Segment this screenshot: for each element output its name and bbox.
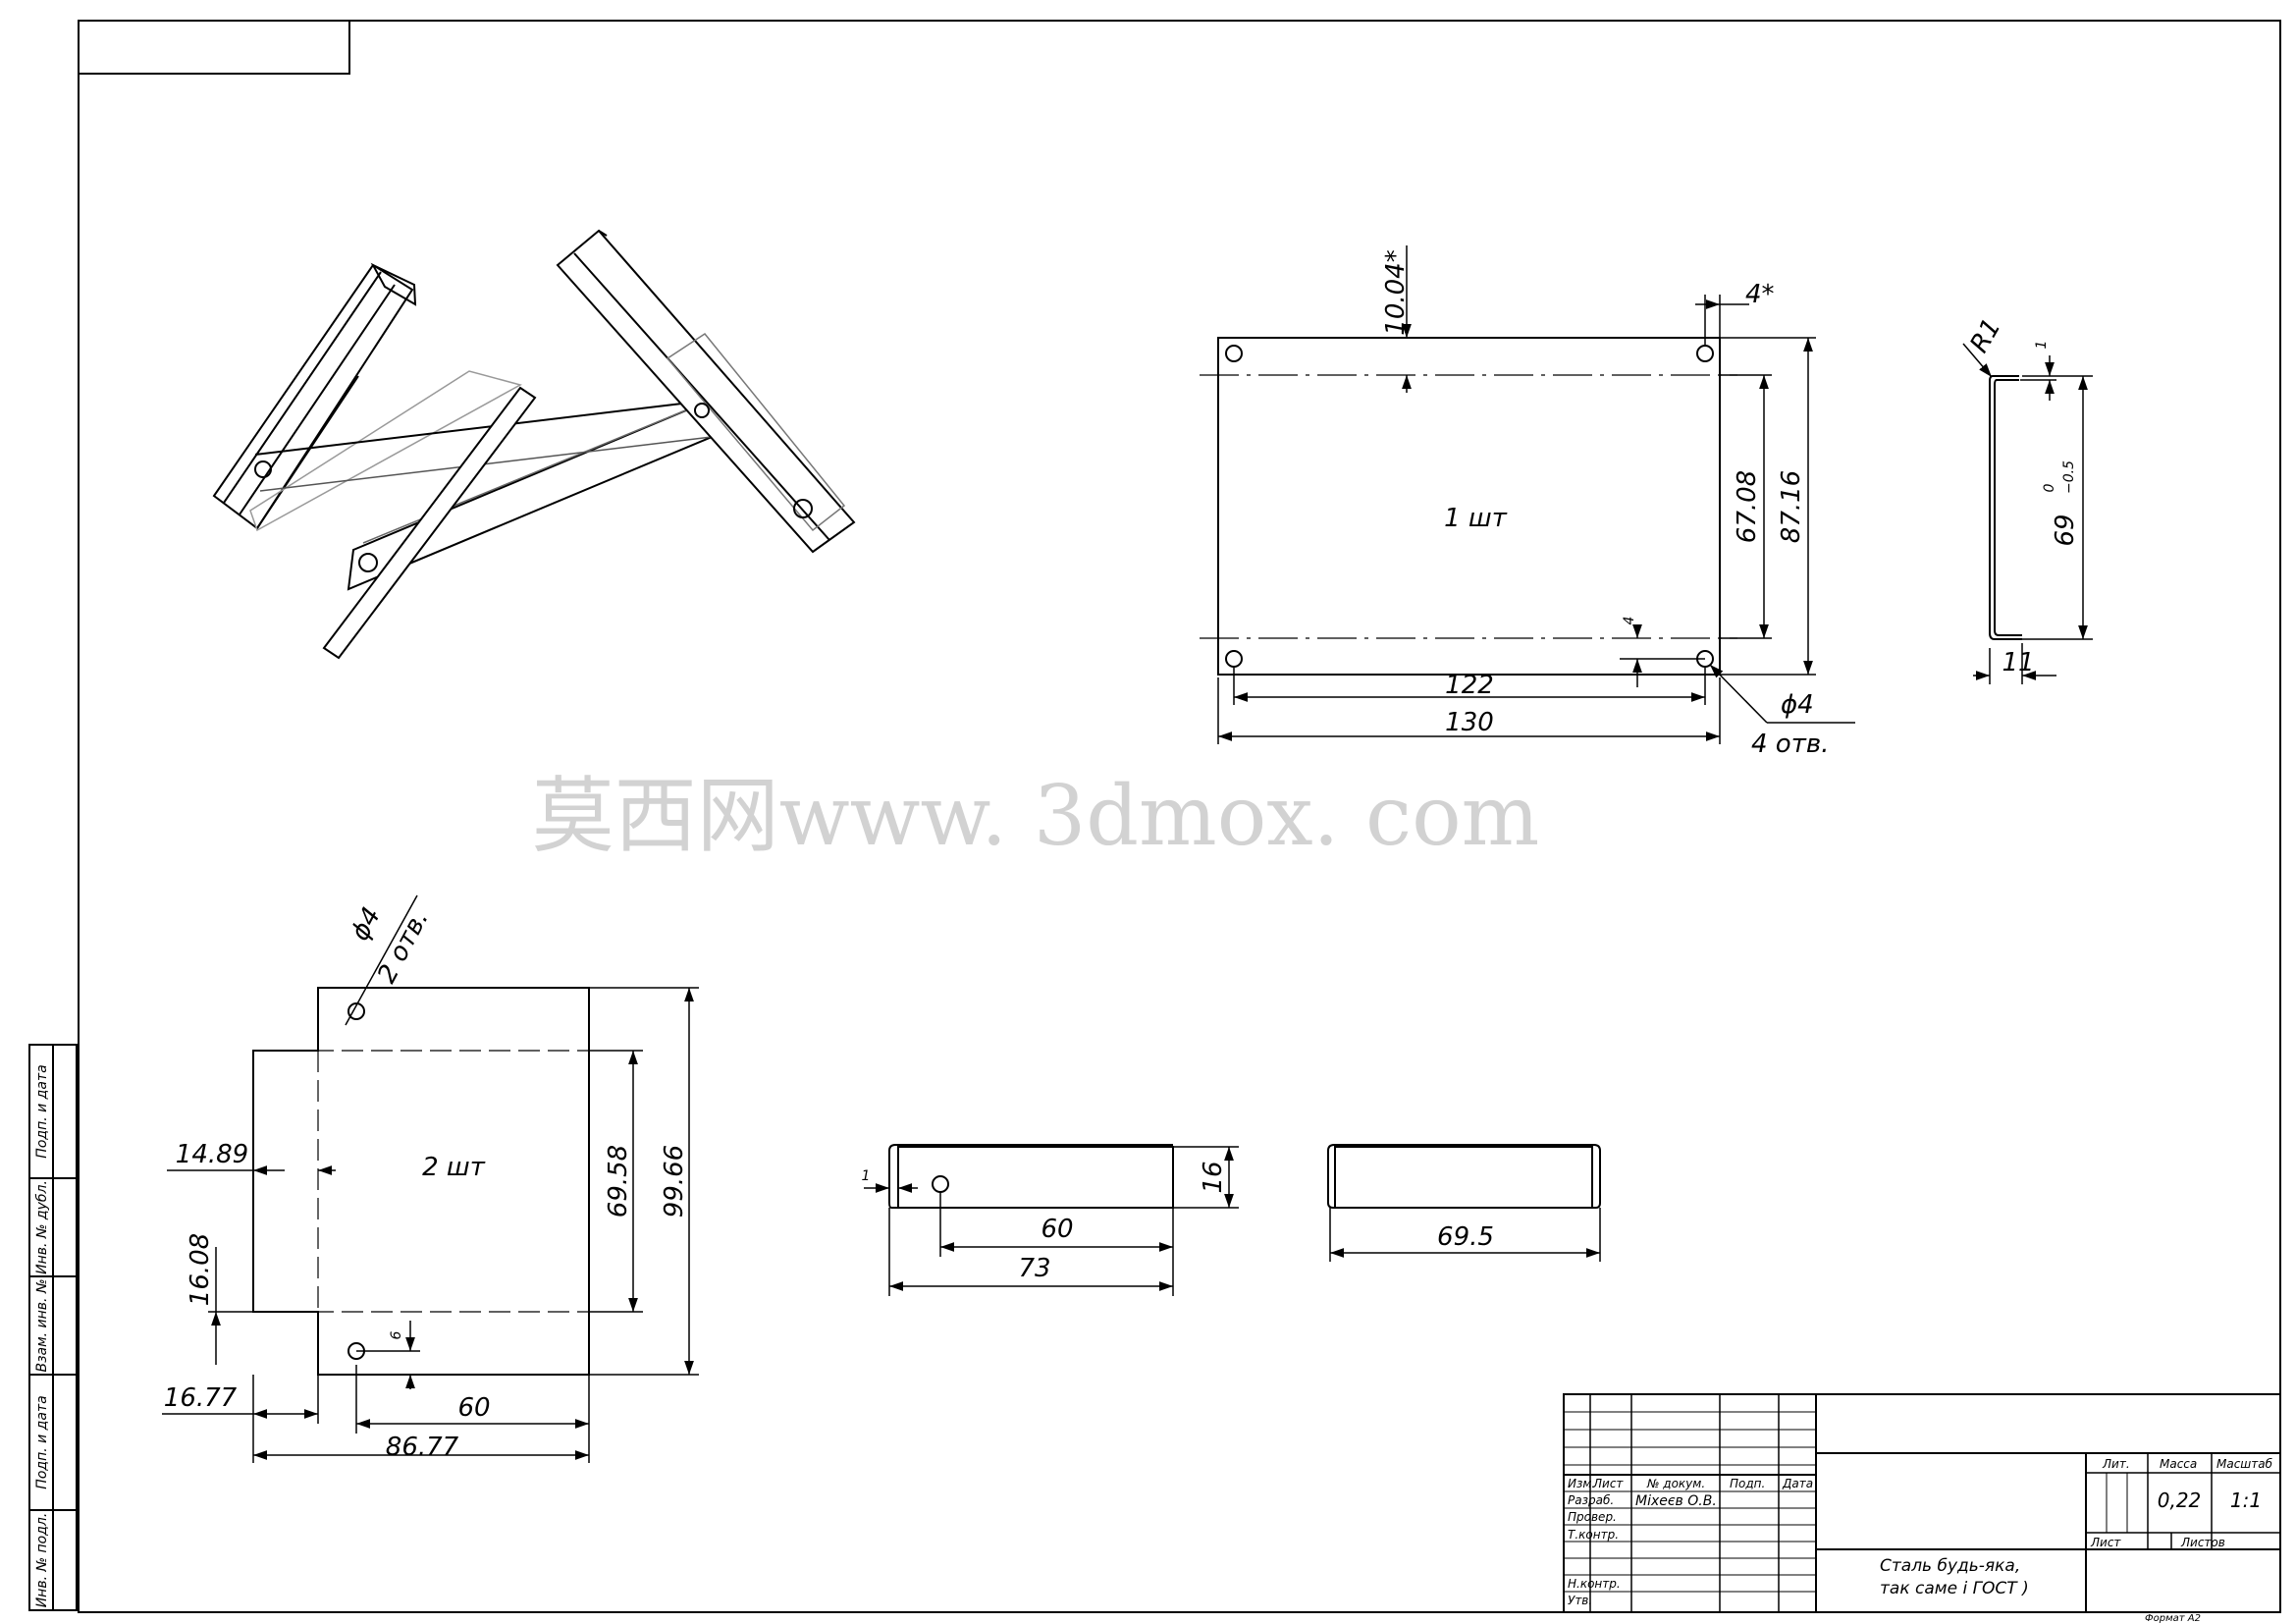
strip-label-3: Взам. инв. №	[34, 1278, 50, 1372]
dim-side1-length: 73	[1018, 1254, 1050, 1283]
strip-label-2: Инв. № дубл.	[34, 1180, 50, 1274]
plate-hole	[1225, 650, 1243, 668]
dim-flat-flange-height: 16.08	[186, 1233, 215, 1306]
dim-plate-hole-diameter: ϕ4	[1781, 690, 1814, 720]
strip-label-1: Подп. и дата	[34, 1064, 50, 1158]
dim-flat-total-height: 99.66	[660, 1145, 689, 1218]
sheet-label: Лист	[2090, 1536, 2121, 1549]
side-view-1	[888, 1144, 1174, 1209]
dim-flat-total-width: 86.77	[386, 1433, 459, 1462]
dim-plate-edge-top: 10.04*	[1381, 249, 1411, 335]
flat-pattern-dimensions	[162, 894, 699, 1463]
header-sign: Подп.	[1730, 1477, 1765, 1490]
dim-side1-hole-spacing: 60	[1041, 1215, 1073, 1244]
dim-side2-length: 69.5	[1437, 1222, 1494, 1252]
bracket-profile-dimensions	[1962, 343, 2093, 684]
role-norm-control: Н.контр.	[1568, 1577, 1621, 1591]
plate-top-view	[1200, 337, 1737, 676]
sheet-frame	[78, 20, 2281, 1613]
dim-flat-hole-offset: 6	[389, 1330, 404, 1339]
isometric-view	[212, 229, 856, 660]
mass-label: Масса	[2160, 1457, 2197, 1471]
dim-flat-offset-left: 14.89	[176, 1140, 248, 1169]
side-view-1-dimensions	[864, 1146, 1239, 1296]
left-side-strip	[28, 1044, 78, 1611]
dim-bracket-thickness: 1	[2034, 341, 2050, 350]
header-izm: Изм.	[1568, 1477, 1595, 1490]
role-approved: Утв.	[1568, 1594, 1592, 1607]
bracket-profile-view	[1989, 375, 2022, 640]
flat-pattern-hole	[347, 1002, 365, 1020]
dim-bracket-tol-upper: 0	[2042, 483, 2057, 492]
role-checker: Провер.	[1568, 1510, 1617, 1524]
side-view-2-dimensions	[1329, 1208, 1601, 1262]
mass-value: 0,22	[2158, 1489, 2202, 1512]
title-block	[1563, 1393, 2281, 1613]
header-doc: № докум.	[1646, 1477, 1705, 1490]
dim-bracket-flange: 11	[2002, 648, 2034, 677]
flat-pattern-view	[252, 987, 590, 1376]
role-tech-control: Т.контр.	[1568, 1528, 1619, 1542]
strip-label-4: Подп. и дата	[34, 1395, 50, 1489]
plate-dimensions	[1217, 245, 1855, 744]
scale-value: 1:1	[2230, 1489, 2262, 1512]
plate-hole	[1696, 345, 1714, 362]
watermark: 莫西网www. 3dmox. com	[532, 768, 1540, 864]
plate-quantity: 1 шт	[1444, 504, 1508, 533]
dim-plate-hole-spacing-h: 122	[1445, 671, 1494, 700]
plate-hole	[1225, 345, 1243, 362]
dim-plate-hole-spacing-v: 67.08	[1733, 470, 1762, 543]
strip-label-5: Инв. № подл.	[34, 1513, 50, 1608]
dim-flat-flange-width: 16.77	[164, 1383, 238, 1413]
dim-flat-hole-spacing: 60	[457, 1393, 490, 1423]
flat-pattern-quantity: 2 шт	[422, 1153, 486, 1182]
dim-flat-inner-height: 69.58	[604, 1145, 633, 1218]
dim-plate-hole-count: 4 отв.	[1751, 730, 1829, 759]
dim-plate-height: 87.16	[1777, 470, 1806, 543]
dim-plate-width: 130	[1445, 708, 1494, 737]
side-view-2	[1327, 1144, 1601, 1209]
scale-label: Масштаб	[2216, 1457, 2273, 1471]
dim-flat-hole-diameter: ϕ4	[346, 902, 387, 946]
dim-side1-thickness: 1	[862, 1168, 871, 1184]
sheets-label: Листов	[2180, 1536, 2225, 1549]
dim-bracket-radius: R1	[1964, 314, 2006, 358]
dim-bracket-height: 69	[2051, 514, 2080, 546]
dim-side1-height: 16	[1199, 1161, 1228, 1193]
format-label: Формат А2	[2145, 1613, 2201, 1624]
dim-plate-edge-right: 4*	[1745, 280, 1775, 309]
header-list: Лист	[1592, 1477, 1624, 1490]
role-developer: Разраб.	[1568, 1493, 1614, 1507]
developer-name: Міхеєв О.В.	[1635, 1493, 1717, 1509]
dim-bracket-tol-lower: −0.5	[2061, 460, 2077, 494]
dim-plate-edge-bottom: 4	[1622, 617, 1637, 625]
material-line-1: Сталь будь-яка,	[1880, 1556, 2020, 1576]
material-line-2: так саме і ГОСТ )	[1880, 1579, 2029, 1598]
lit-label: Лит.	[2102, 1457, 2130, 1471]
header-date: Дата	[1782, 1477, 1813, 1490]
